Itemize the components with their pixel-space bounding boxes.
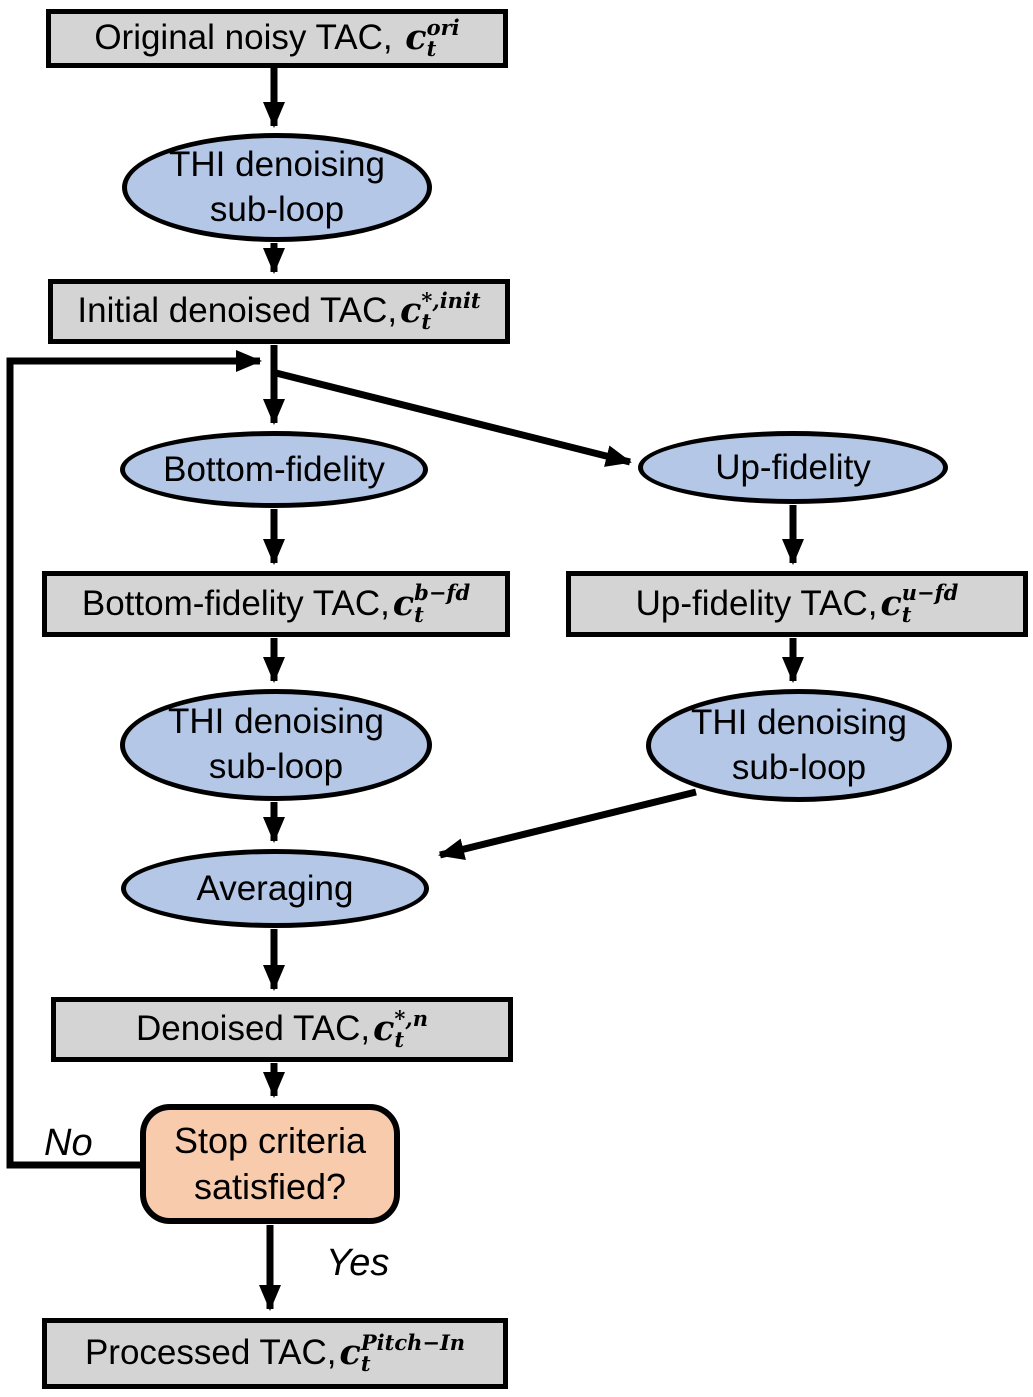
arrow-thi-right-to-averaging xyxy=(438,788,697,860)
node-thi-denoising-subloop-top: THI denoising sub-loop xyxy=(122,133,432,242)
math-sub: t xyxy=(421,309,432,335)
node-label: Averaging xyxy=(196,868,354,908)
label-line2: sub-loop xyxy=(209,189,345,229)
math-var: c xyxy=(880,582,902,624)
node-label: THI denoising sub-loop xyxy=(168,700,384,790)
math-sub: t xyxy=(394,1027,405,1053)
label-text: Bottom-fidelity TAC, xyxy=(81,583,390,623)
math-var: c xyxy=(392,582,415,624)
math-sup: ori xyxy=(426,14,460,40)
math-sup: b−fd xyxy=(414,580,471,606)
label-line1: THI denoising xyxy=(168,702,384,742)
label-text: Initial denoised TAC, xyxy=(77,291,398,331)
math-sub: t xyxy=(414,601,424,627)
label-line2: sub-loop xyxy=(208,747,344,786)
label-line1: THI denoising xyxy=(169,144,385,184)
math-var: c xyxy=(400,290,422,332)
math-sub: t xyxy=(360,1351,371,1377)
node-thi-denoising-subloop-right: THI denoising sub-loop xyxy=(646,689,952,802)
math-sup: u−fd xyxy=(901,580,959,606)
arrow-spine-to-up-fidelity xyxy=(275,369,632,467)
math-var: c xyxy=(339,1332,361,1374)
node-averaging: Averaging xyxy=(121,849,429,928)
math-sup: *,n xyxy=(394,1005,428,1031)
loop-no-path xyxy=(6,350,262,1169)
edge-label-yes: Yes xyxy=(326,1242,390,1284)
node-stop-criteria-decision: Stop criteria satisfied? xyxy=(140,1104,400,1224)
node-label: THI denoising sub-loop xyxy=(691,701,907,791)
math-sub: t xyxy=(426,36,437,62)
math-var: c xyxy=(373,1008,395,1050)
node-thi-denoising-subloop-left: THI denoising sub-loop xyxy=(120,689,432,801)
label-line1: Stop criteria xyxy=(173,1119,367,1161)
label-text: Processed TAC, xyxy=(84,1333,337,1373)
label-text: Original noisy TAC, xyxy=(94,18,403,58)
label-text: Up-fidelity TAC, xyxy=(635,583,878,623)
math-sub: t xyxy=(901,601,912,627)
node-label: Bottom-fidelity xyxy=(163,449,385,489)
label-line2: satisfied? xyxy=(193,1166,347,1207)
label-text: Denoised TAC, xyxy=(136,1009,371,1049)
node-label: Up-fidelity xyxy=(715,447,871,487)
label-line2: sub-loop xyxy=(731,747,867,787)
node-label: THI denoising sub-loop xyxy=(169,143,385,233)
node-bottom-fidelity: Bottom-fidelity xyxy=(120,431,428,508)
edge-label-no: No xyxy=(44,1122,93,1164)
math-sup: Pitch−In xyxy=(360,1329,466,1355)
node-label: Stop criteria satisfied? xyxy=(174,1118,366,1210)
label-line1: THI denoising xyxy=(691,702,907,742)
math-sup: *,init xyxy=(421,287,481,313)
math-var: c xyxy=(405,17,427,59)
node-up-fidelity: Up-fidelity xyxy=(638,431,948,504)
